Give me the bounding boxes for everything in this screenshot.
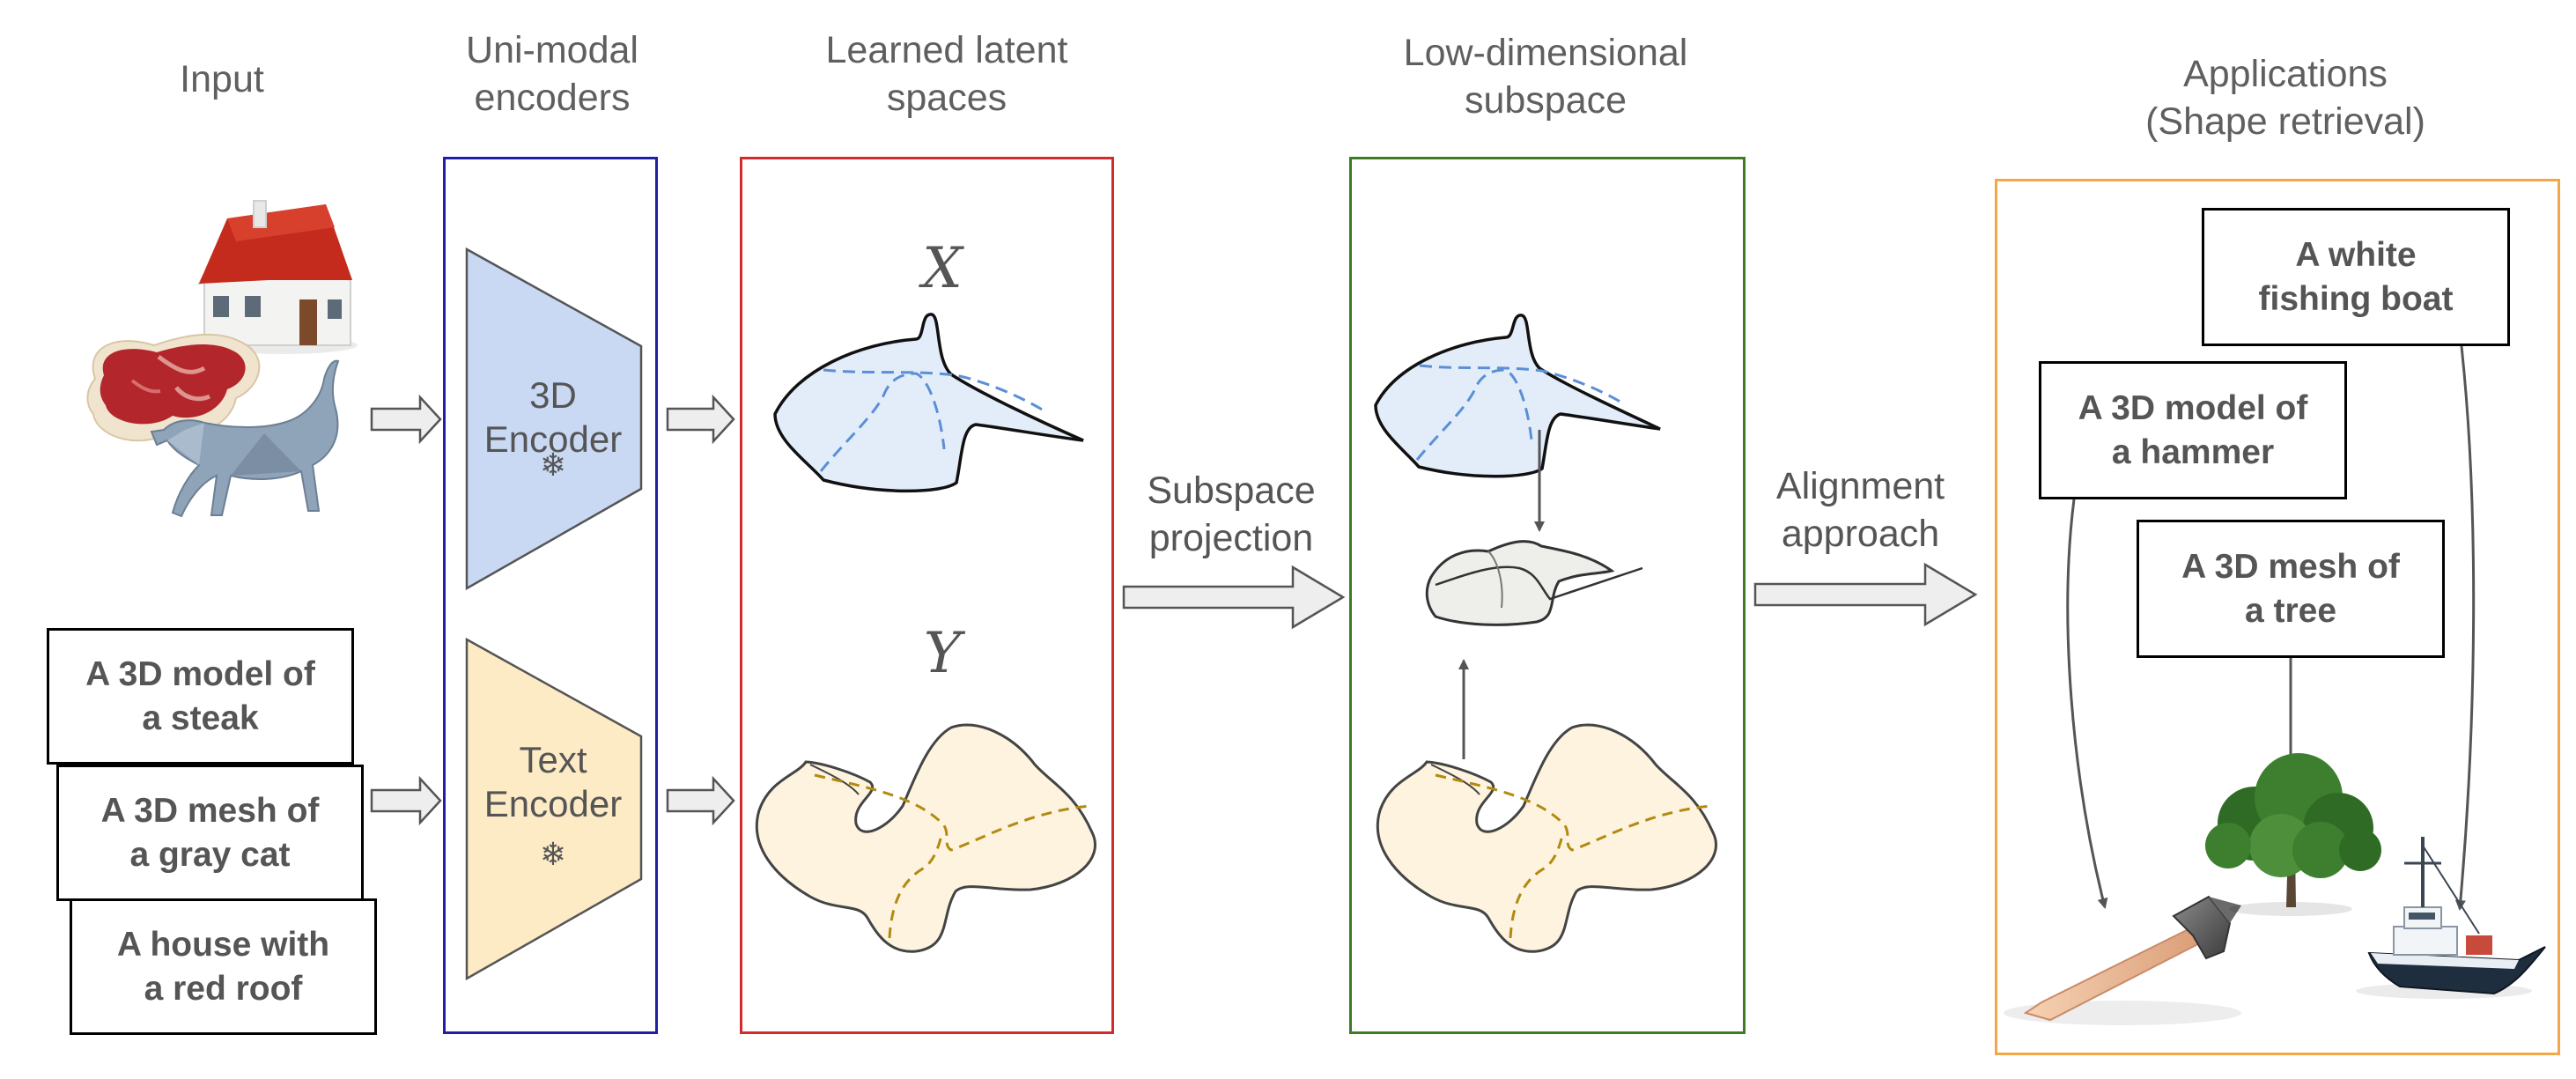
encoders-frame [443, 157, 658, 1034]
tree-icon [2205, 753, 2381, 916]
hammer-icon [2004, 895, 2241, 1025]
text-encoder-arrow [666, 775, 735, 826]
subspace-x-shape [1374, 314, 1661, 478]
caption-box-cat: A 3D mesh of a gray cat [56, 765, 364, 901]
input-text-arrow [370, 775, 442, 826]
encoders-header: Uni-modal encoders [466, 29, 638, 119]
text-encoder-block [465, 637, 643, 981]
y-latent-shape [755, 723, 1096, 953]
text-encoder-snowflake-icon: ❄ [539, 837, 567, 873]
applications-header: Applications (Shape retrieval) [2145, 53, 2425, 143]
input-image-arrow [370, 394, 442, 445]
latent-spaces-frame [740, 157, 1114, 1034]
subspace-projected-shape [1425, 540, 1643, 626]
text-encoder-label: Text Encoder [483, 739, 623, 824]
query-box-tree: A 3D mesh of a tree [2137, 520, 2445, 658]
shape-encoder-block [465, 247, 643, 591]
latent-spaces-header: Learned latent spaces [825, 29, 1068, 119]
x-space-label: X [922, 236, 963, 301]
query-box-boat: A white fishing boat [2202, 208, 2510, 346]
caption-box-house: A house with a red roof [70, 898, 377, 1035]
boat-icon [2356, 837, 2546, 999]
y-space-label: Y [923, 621, 962, 686]
shape-encoder-arrow [666, 394, 735, 445]
query-box-hammer: A 3D model of a hammer [2039, 361, 2347, 499]
subspace-y-shape [1376, 723, 1717, 953]
applications-frame [1995, 179, 2560, 1055]
steak-icon [86, 333, 261, 442]
x-latent-shape [773, 313, 1084, 493]
hammer-retrieval-arrow [2066, 499, 2108, 909]
subspace-frame [1349, 157, 1746, 1034]
input-header: Input [180, 58, 264, 100]
caption-box-steak: A 3D model of a steak [47, 628, 354, 765]
projection-label: Subspace projection [1147, 469, 1316, 559]
subspace-projection-arrow [1122, 565, 1346, 630]
shape-encoder-snowflake-icon: ❄ [539, 447, 567, 484]
subspace-header: Low-dimensional subspace [1403, 32, 1688, 122]
house-icon [197, 200, 358, 354]
cat-icon [150, 359, 340, 518]
shape-encoder-label: 3D Encoder [483, 374, 623, 460]
alignment-label: Alignment approach [1775, 465, 1945, 555]
alignment-approach-arrow [1753, 562, 1978, 627]
boat-retrieval-arrow [2454, 345, 2476, 911]
